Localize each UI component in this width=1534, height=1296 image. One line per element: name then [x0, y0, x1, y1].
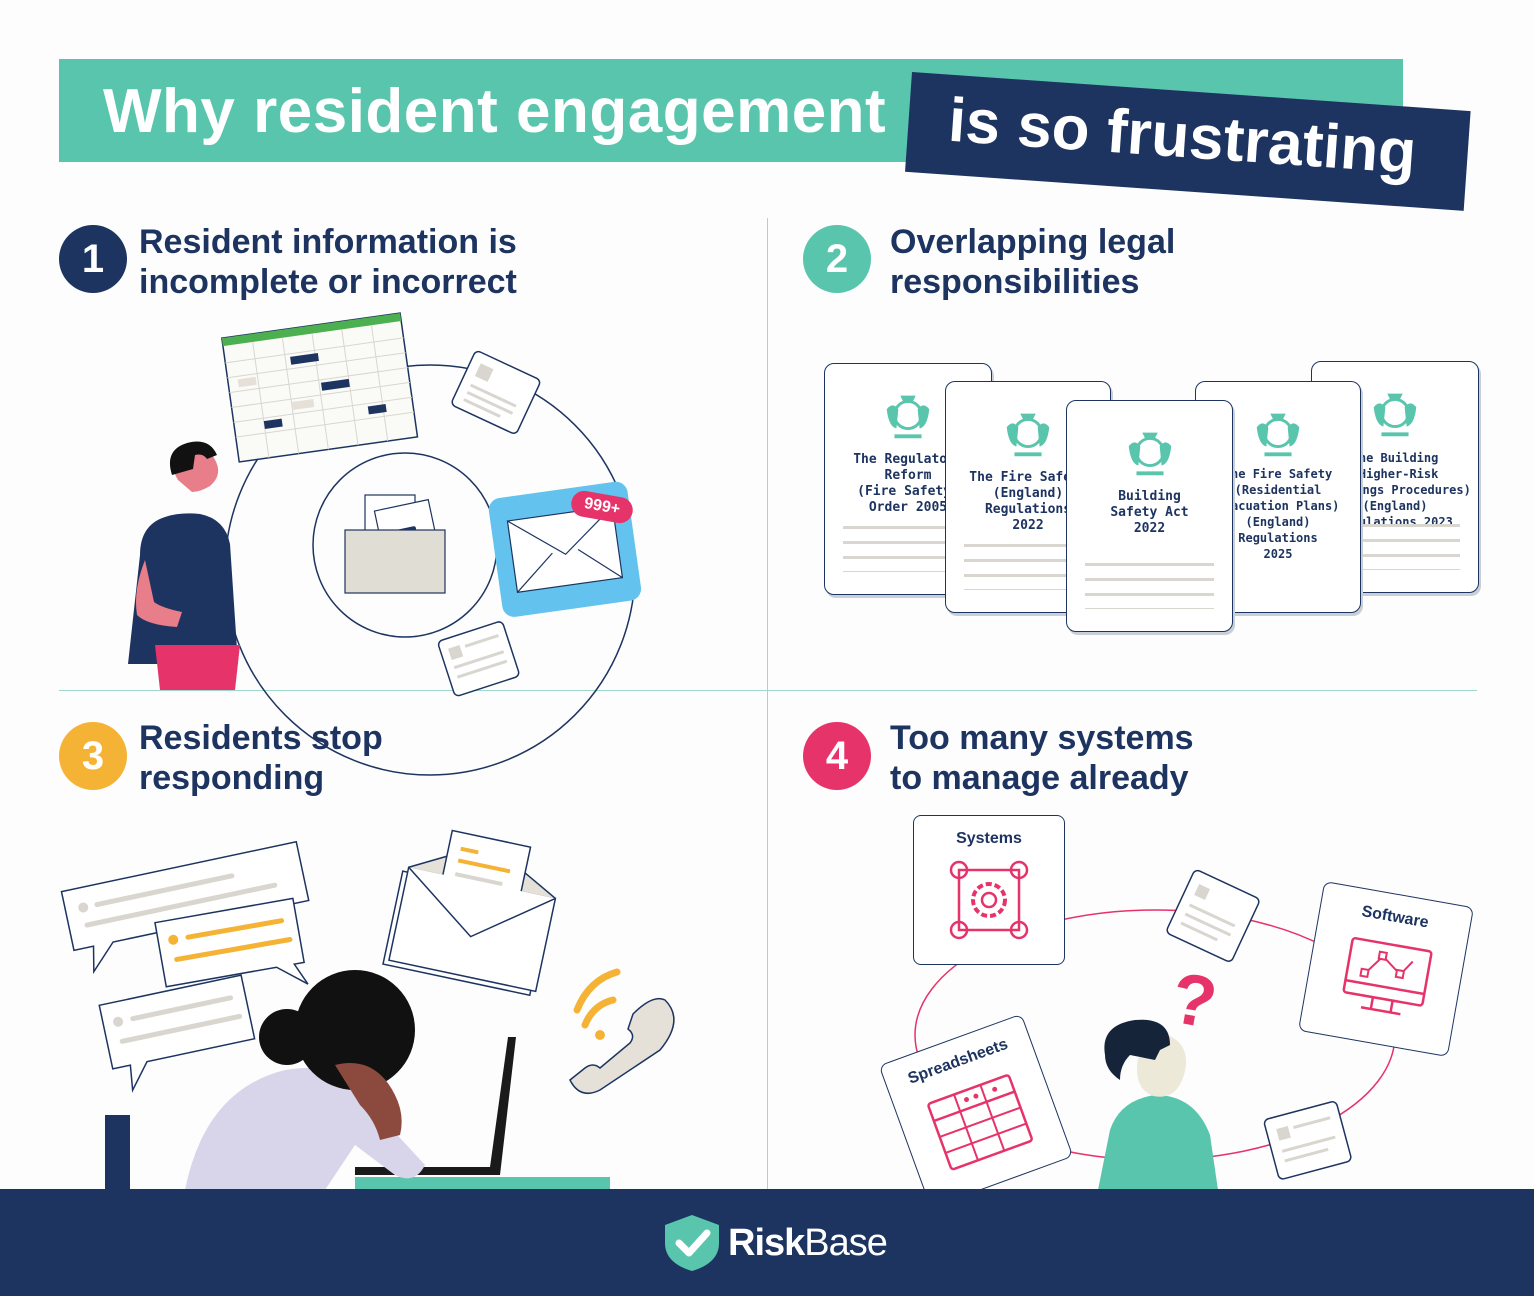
section-3-illustration: [60, 829, 675, 1190]
spreadsheet-grid-icon: [927, 1074, 1033, 1171]
brand-name-light: Base: [804, 1222, 888, 1264]
spreadsheets-card: Spreadsheets: [878, 1013, 1074, 1209]
legal-document-title: The Fire Safety (Residential Evacuation …: [1216, 467, 1340, 561]
section-3-heading: Residents stop responding: [139, 719, 383, 797]
systems-card-label: Systems: [956, 830, 1022, 847]
software-card: Software: [1297, 880, 1475, 1058]
legal-document-title: Building Safety Act 2022: [1110, 489, 1189, 536]
section-1-illustration: [128, 312, 642, 776]
royal-crest-icon: [886, 395, 930, 439]
section-1-heading: Resident information is incomplete or in…: [139, 223, 517, 301]
software-card-label: Software: [1360, 903, 1430, 932]
section-2-number: 2: [803, 225, 871, 293]
section-4-number: 4: [803, 722, 871, 790]
royal-crest-icon: [1256, 413, 1300, 457]
software-monitor-icon: [1342, 937, 1433, 1016]
footer: [0, 1189, 1534, 1296]
riskbase-shield-icon: [665, 1215, 719, 1271]
legal-document-title: The Fire Safety (England) Regulations 20…: [969, 470, 1087, 533]
royal-crest-icon: [1128, 432, 1171, 476]
brand-name-bold: Risk: [728, 1222, 805, 1264]
systems-gear-icon: [949, 860, 1029, 940]
section-1-number: 1: [59, 225, 127, 293]
systems-card: Systems: [913, 815, 1065, 965]
royal-crest-icon: [1373, 393, 1417, 437]
section-3-number: 3: [59, 722, 127, 790]
page-title: Why resident engagement: [103, 77, 887, 146]
legal-document-3: Building Safety Act 2022: [1066, 400, 1233, 632]
divider-vertical: [767, 218, 768, 1190]
section-2-heading: Overlapping legal responsibilities: [890, 223, 1176, 301]
divider-horizontal: [59, 690, 1477, 691]
royal-crest-icon: [1006, 413, 1050, 457]
brand-name: RiskBase: [728, 1222, 888, 1265]
section-4-heading: Too many systems to manage already: [890, 719, 1194, 797]
